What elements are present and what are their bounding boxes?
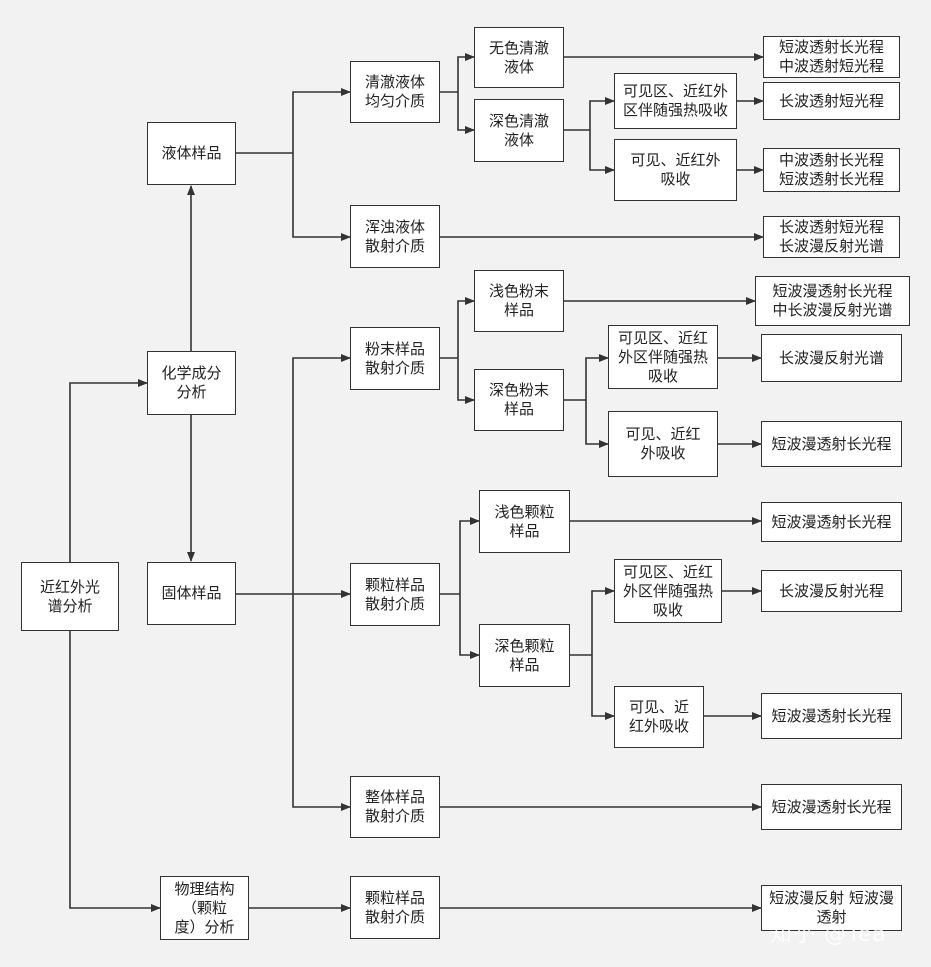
result-8: 短波漫透射长光程 <box>761 502 902 542</box>
result-7: 短波漫透射长光程 <box>761 421 902 467</box>
edge-powder-light <box>457 297 475 358</box>
edge-granule-light <box>459 517 480 594</box>
edge-clear-dark <box>457 92 475 134</box>
edge-root-chem <box>69 379 148 562</box>
edge-liquid-clear <box>292 88 351 153</box>
node-root: 近红外光谱分析 <box>21 562 119 631</box>
edge-darkclear-strong <box>589 97 615 130</box>
node-powder-vis-nir-strong: 可见区、近红外区伴随强热吸收 <box>608 325 718 389</box>
result-6: 长波漫反射光谱 <box>761 334 902 382</box>
node-liquid-sample: 液体样品 <box>147 122 236 185</box>
node-dark-granule: 深色颗粒样品 <box>479 624 570 687</box>
result-9: 长波漫反射光程 <box>761 570 902 612</box>
result-12: 短波漫反射 短波漫透射 <box>761 885 902 931</box>
watermark: 知乎 @Tea <box>770 922 887 947</box>
edge-darkgranule-vis <box>591 655 615 720</box>
node-liquid-vis-nir: 可见、近红外吸收 <box>614 139 737 201</box>
edge-solid-bulk <box>292 594 351 811</box>
edge-powder-dark <box>457 358 475 404</box>
node-physical-analysis: 物理结构（颗粒度）分析 <box>160 876 249 940</box>
node-light-granule: 浅色颗粒样品 <box>479 490 570 553</box>
result-1: 短波透射长光程 中波透射短光程 <box>763 36 900 78</box>
node-granule-vis-nir-strong: 可见区、近红外区伴随强热吸收 <box>614 559 722 623</box>
node-light-powder: 浅色粉末样品 <box>474 270 564 332</box>
node-powder-vis-nir: 可见、近红外吸收 <box>608 411 718 477</box>
edge-root-phys <box>69 630 161 912</box>
edge-granule-dark <box>459 594 480 659</box>
result-4: 长波透射短光程 长波漫反射光谱 <box>763 216 900 258</box>
node-dark-clear: 深色清澈液体 <box>474 99 564 162</box>
node-bulk: 整体样品散射介质 <box>350 776 440 838</box>
edge-solid-powder <box>292 354 351 594</box>
node-physical-granule: 颗粒样品散射介质 <box>350 876 440 939</box>
node-granule: 颗粒样品散射介质 <box>350 563 440 626</box>
edge-clear-colorless <box>457 53 475 92</box>
node-solid-sample: 固体样品 <box>147 562 236 625</box>
node-liquid-vis-nir-strong: 可见区、近红外区伴随强热吸收 <box>614 73 737 129</box>
node-dark-powder: 深色粉末样品 <box>474 369 564 431</box>
node-chemical-analysis: 化学成分分析 <box>147 351 236 415</box>
node-turbid-liquid: 浑浊液体散射介质 <box>350 205 440 268</box>
result-2: 长波透射短光程 <box>763 82 900 120</box>
result-5: 短波漫透射长光程 中长波漫反射光谱 <box>755 276 910 326</box>
edge-darkclear-vis <box>589 130 615 174</box>
result-11: 短波漫透射长光程 <box>761 784 902 830</box>
result-10: 短波漫透射长光程 <box>761 693 902 739</box>
edge-darkpowder-strong <box>585 354 609 400</box>
node-clear-liquid: 清澈液体均匀介质 <box>350 61 440 123</box>
node-powder: 粉末样品散射介质 <box>350 327 440 390</box>
result-3: 中波透射长光程 短波透射长光程 <box>763 148 900 192</box>
node-colorless-clear: 无色清澈液体 <box>474 27 564 88</box>
edge-liquid-turbid <box>292 153 351 241</box>
node-granule-vis-nir: 可见、近红外吸收 <box>614 686 704 748</box>
edge-darkgranule-strong <box>591 587 615 655</box>
edge-darkpowder-vis <box>585 400 609 448</box>
